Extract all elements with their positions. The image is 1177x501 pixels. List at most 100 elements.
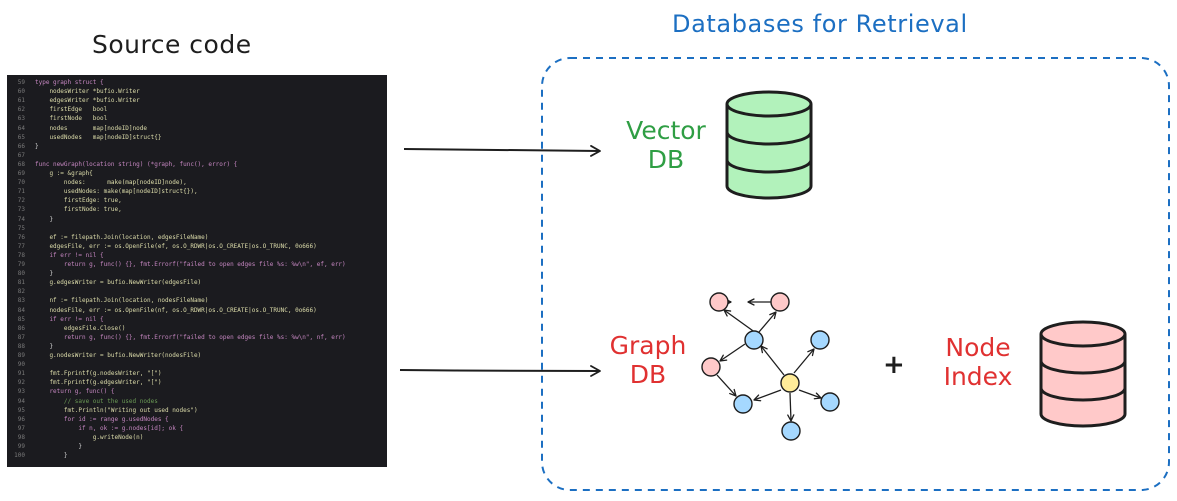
code-line-number: 59: [17, 79, 25, 86]
code-line-number: 97: [17, 424, 25, 432]
code-line-number: 88: [17, 342, 25, 350]
graph-network-icon: [701, 292, 840, 441]
graph-db-label: Graph DB: [596, 331, 700, 389]
code-line: 81 g.edgesWriter = bufio.NewWriter(edges…: [7, 279, 201, 288]
code-line-text: firstEdge bool: [35, 106, 108, 114]
code-line-text: firstEdge: true,: [35, 197, 122, 205]
code-line: 76 ef := filepath.Join(location, edgesFi…: [7, 233, 209, 243]
code-line: 95 fmt.Println("Writing out used nodes"): [7, 407, 198, 416]
code-line: 78 if err != nil {: [7, 252, 104, 261]
graph-node: [820, 392, 840, 412]
code-line: 74 }: [7, 216, 53, 225]
code-line-number: 66: [17, 142, 25, 150]
code-line-number: 82: [17, 288, 25, 296]
code-line-text: fmt.Fprintf(g.nodesWriter, "["): [35, 370, 162, 378]
graph-node: [770, 292, 790, 312]
code-line: 94 // save out the used nodes: [7, 398, 158, 407]
code-line: 67: [7, 152, 35, 161]
code-line: 64 nodes map[nodeID]node: [7, 125, 147, 134]
code-line-number: 98: [17, 433, 25, 441]
code-line: 62 firstEdge bool: [7, 106, 107, 115]
code-line: 90: [7, 361, 35, 370]
code-line-text: }: [35, 215, 54, 223]
code-line-text: g.edgesWriter = bufio.NewWriter(edgesFil…: [35, 279, 202, 287]
code-line: 97 if n, ok := g.nodes[id]; ok {: [7, 425, 183, 434]
code-line-number: 76: [17, 233, 25, 241]
code-line: 71 usedNodes: make(map[nodeID]struct{}),: [7, 188, 198, 197]
code-line: 61 edgesWriter *bufio.Writer: [7, 97, 140, 106]
code-line: 91 fmt.Fprintf(g.nodesWriter, "["): [7, 370, 162, 379]
node-index-label-line2: Index: [943, 362, 1013, 391]
vector-db-label-line2: DB: [647, 145, 685, 174]
code-line-text: return g, func() {}, fmt.Errorf("failed …: [35, 333, 346, 341]
code-line-number: 64: [17, 124, 25, 132]
code-line-text: for id := range g.usedNodes {: [35, 415, 169, 423]
code-line-text: nf := filepath.Join(location, nodesFileN…: [35, 297, 209, 305]
code-line: 77 edgesFile, err := os.OpenFile(ef, os.…: [7, 243, 317, 252]
code-line: 80 }: [7, 270, 53, 279]
code-line-text: }: [35, 443, 82, 450]
code-line-number: 67: [17, 151, 25, 159]
code-line-text: g.writeNode(n): [35, 433, 144, 441]
node-index-label-line1: Node: [945, 333, 1011, 362]
code-line-text: }: [35, 270, 54, 278]
code-line-text: ef := filepath.Join(location, edgesFileN…: [35, 233, 209, 241]
code-line-text: // save out the used nodes: [35, 397, 158, 405]
graph-db-label-line2: DB: [629, 360, 667, 389]
code-line-number: 81: [17, 279, 25, 287]
vector-db-cylinder-icon: [725, 90, 813, 200]
arrow-to-graph-db: [399, 365, 601, 377]
code-line-number: 99: [17, 443, 25, 450]
code-line-text: if err != nil {: [35, 251, 104, 259]
vector-db-label: Vector DB: [616, 116, 716, 174]
code-line-number: 69: [17, 170, 25, 177]
code-line: 65 usedNodes map[nodeID]struct{}: [7, 133, 162, 143]
code-line-number: 68: [17, 160, 25, 168]
code-line: 93 return g, func() {: [7, 388, 115, 397]
code-line-number: 70: [17, 179, 25, 187]
code-line-number: 63: [17, 115, 25, 123]
code-line-number: 73: [17, 206, 25, 214]
code-line-number: 83: [17, 297, 25, 305]
graph-node: [744, 330, 764, 350]
code-line-number: 94: [17, 397, 25, 405]
code-line-text: usedNodes: make(map[nodeID]struct{}),: [35, 188, 198, 196]
databases-title: Databases for Retrieval: [672, 10, 968, 38]
code-line: 70 nodes: make(map[nodeID]node),: [7, 179, 187, 188]
code-line-text: }: [35, 342, 54, 350]
code-line-text: edgesFile, err := os.OpenFile(ef, os.O_R…: [35, 242, 317, 250]
code-line-text: usedNodes map[nodeID]struct{}: [35, 133, 162, 141]
code-line-text: firstNode bool: [35, 115, 108, 123]
arrow-to-vector-db: [403, 145, 601, 157]
code-line-number: 65: [17, 133, 25, 141]
graph-node: [733, 394, 753, 414]
source-code-title: Source code: [92, 30, 252, 59]
node-index-label: Node Index: [930, 333, 1026, 391]
code-line: 96 for id := range g.usedNodes {: [7, 416, 169, 425]
code-line-number: 93: [17, 388, 25, 396]
code-line-text: g := &graph{: [35, 170, 93, 177]
graph-node: [701, 357, 721, 377]
code-line-number: 96: [17, 415, 25, 423]
code-line-number: 87: [17, 333, 25, 341]
code-line-number: 71: [17, 188, 25, 196]
code-line: 82: [7, 288, 35, 297]
code-line-number: 89: [17, 352, 25, 359]
code-line-text: }: [35, 142, 39, 150]
code-line-number: 72: [17, 197, 25, 205]
code-line-text: firstNode: true,: [35, 206, 122, 214]
graph-node: [780, 373, 800, 393]
code-line: 60 nodesWriter *bufio.Writer: [7, 88, 140, 97]
code-line-number: 61: [17, 97, 25, 105]
code-line-number: 80: [17, 270, 25, 278]
graph-node: [709, 292, 729, 312]
code-line: 84 nodesFile, err := os.OpenFile(nf, os.…: [7, 307, 317, 316]
code-line-text: fmt.Println("Writing out used nodes"): [35, 406, 198, 414]
code-line-text: g.nodesWriter = bufio.NewWriter(nodesFil…: [35, 352, 202, 359]
code-line: 72 firstEdge: true,: [7, 197, 122, 206]
code-line-number: 60: [17, 88, 25, 96]
code-line-text: nodesWriter *bufio.Writer: [35, 88, 140, 96]
code-line-number: 85: [17, 315, 25, 323]
